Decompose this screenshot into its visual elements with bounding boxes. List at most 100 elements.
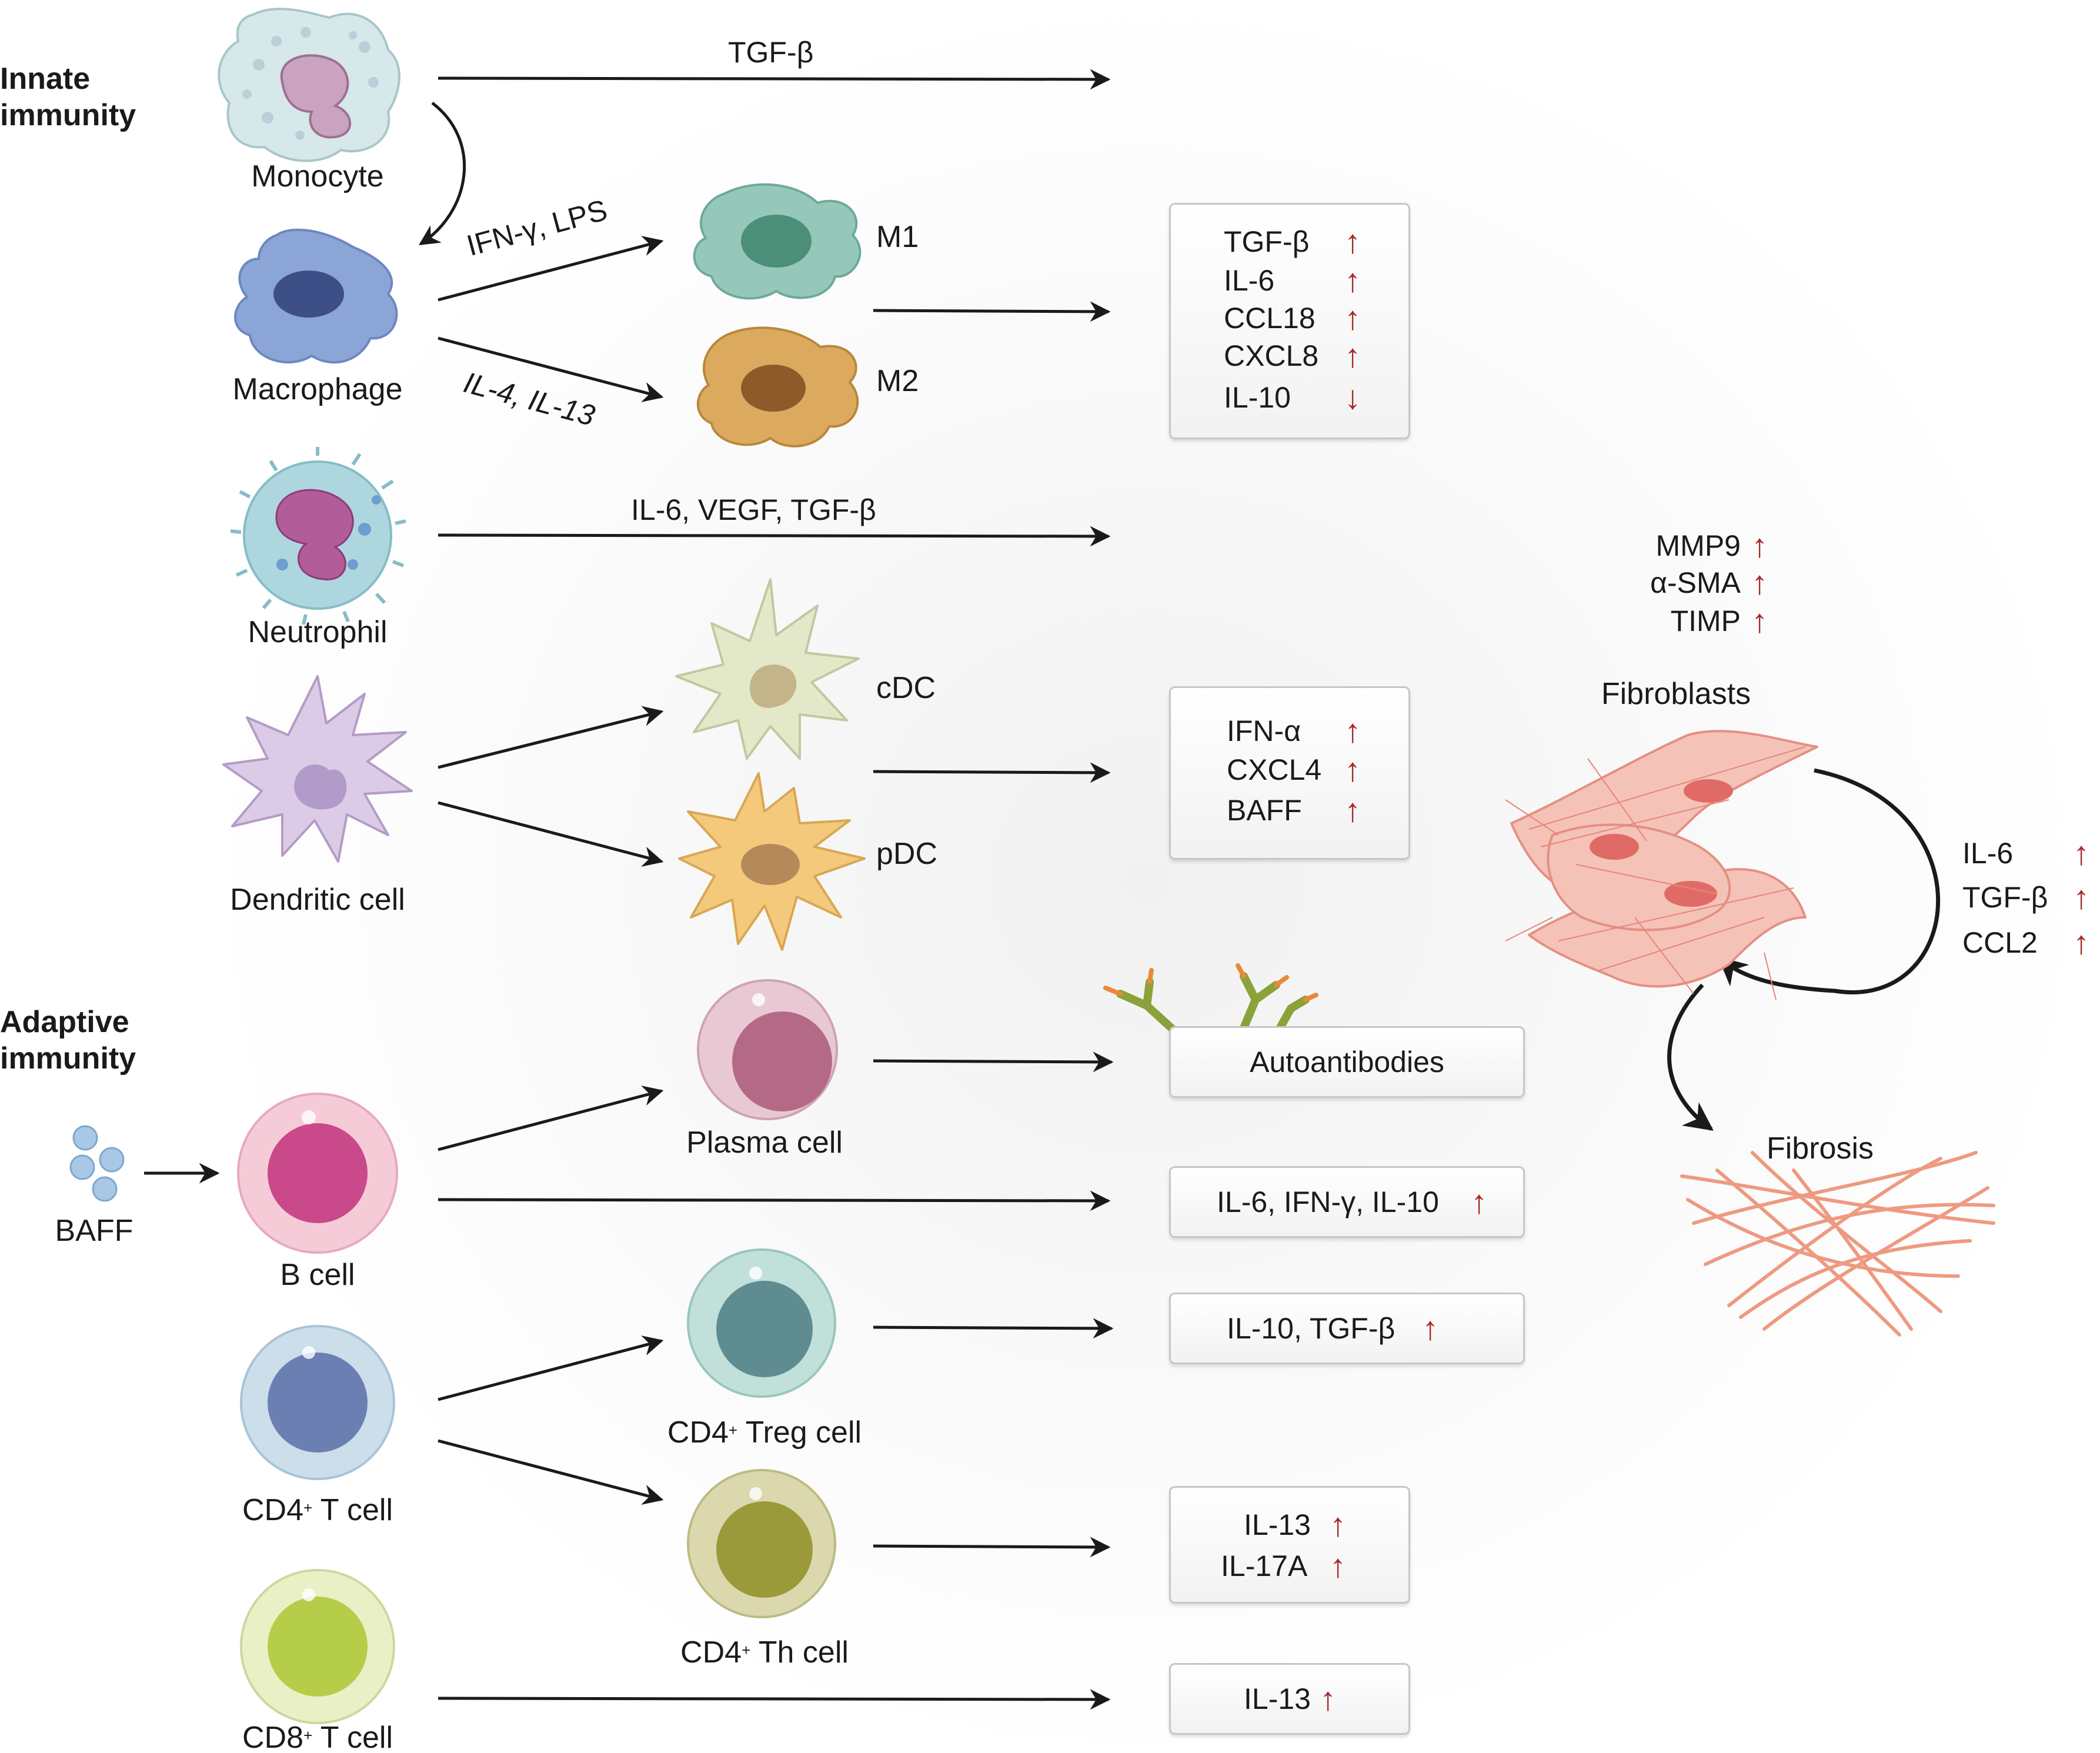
- macrophage-cytokine-box: TGF-β IL-6 CCL18 CXCL8 IL-10: [1169, 203, 1410, 439]
- fibroblast-marker-1-up-icon: [1751, 566, 1768, 599]
- background-halo: [206, 0, 2088, 1753]
- dc-item-1: CXCL4: [1227, 753, 1322, 786]
- macrophage-item-2-up-icon: [1344, 302, 1361, 335]
- arrow-monocyte-to-macrophage: [419, 102, 466, 246]
- fibroblast-marker-1: α-SMA: [1650, 566, 1741, 599]
- cd4-treg-sup: +: [728, 1421, 738, 1439]
- th-cytokine-box: IL-13 IL-17A: [1169, 1486, 1410, 1604]
- cd4-treg-post: Treg cell: [737, 1415, 862, 1450]
- cd4-th-post: Th cell: [750, 1635, 849, 1669]
- treg-cell: [687, 1248, 836, 1398]
- cd8-cytokine-label: IL-13: [1244, 1682, 1311, 1715]
- plasma-cell-label: Plasma cell: [686, 1126, 843, 1160]
- cd4-t-cell-label: CD4+ T cell: [212, 1492, 423, 1528]
- neutrophil-cell: [230, 447, 406, 625]
- cd8-t-cell-sup: +: [303, 1727, 313, 1744]
- treg-up-icon: [1422, 1312, 1438, 1345]
- th-item-1-up-icon: [1330, 1550, 1346, 1582]
- m1-label: M1: [876, 220, 919, 254]
- arrow-dcs-to-box: [873, 762, 1111, 783]
- arrow-fibroblast-loop: [1718, 768, 1941, 994]
- arrow-neutrophil: [438, 526, 1111, 547]
- loop-item-2-up-icon: [2073, 926, 2089, 959]
- pdc-label: pDC: [876, 837, 938, 871]
- monocyte-label: Monocyte: [251, 159, 384, 193]
- cd4-t-cell-sup: +: [303, 1499, 313, 1517]
- innate-immunity-heading: Innate immunity: [0, 62, 136, 132]
- macrophage-item-4: IL-10: [1224, 381, 1291, 414]
- adaptive-immunity-heading: Adaptive immunity: [0, 1005, 136, 1076]
- neutrophil-label: Neutrophil: [248, 615, 388, 649]
- treg-cytokines-label: IL-10, TGF-β: [1227, 1312, 1395, 1345]
- cd8-up-icon: [1320, 1682, 1336, 1715]
- arrow-monocyte-tgf: [438, 69, 1111, 90]
- fibrosis-label: Fibrosis: [1766, 1131, 1874, 1166]
- m1-cell: [693, 183, 862, 300]
- arrow-cd4-treg: [438, 1335, 664, 1401]
- macrophage-item-2: CCL18: [1224, 302, 1316, 335]
- cd8-t-cell: [240, 1569, 395, 1724]
- arrow-bcell-cytokines: [438, 1190, 1111, 1211]
- th-cell: [687, 1469, 836, 1618]
- autoantibodies-box: Autoantibodies: [1169, 1026, 1525, 1098]
- loop-item-0-up-icon: [2073, 837, 2089, 870]
- baff-label: BAFF: [55, 1214, 133, 1248]
- macrophage-item-3-up-icon: [1344, 339, 1361, 372]
- cdc-label: cDC: [876, 671, 936, 705]
- fibroblast-marker-0-up-icon: [1751, 529, 1768, 562]
- th-item-0: IL-13: [1244, 1508, 1311, 1541]
- macrophage-cell: [234, 228, 398, 364]
- macrophage-item-1-up-icon: [1344, 264, 1361, 297]
- cd4-treg-label: CD4+ Treg cell: [635, 1415, 894, 1450]
- bcell-cytokine-box: IL-6, IFN-γ, IL-10: [1169, 1166, 1525, 1238]
- loop-item-1: TGF-β: [1962, 881, 2048, 914]
- arrow-macrophage-m2: [438, 336, 664, 402]
- bcell-up-icon: [1471, 1186, 1487, 1218]
- fibroblast-fibers: [1505, 746, 1806, 1000]
- macrophage-item-0-up-icon: [1344, 225, 1361, 258]
- cd8-t-cell-label: CD8+ T cell: [212, 1720, 423, 1753]
- arrow-th-box: [873, 1537, 1111, 1558]
- macrophage-item-4-down-icon: [1344, 381, 1361, 414]
- fibroblast-marker-2: TIMP: [1670, 605, 1741, 637]
- arrow-macrophage-m1: [438, 236, 664, 302]
- b-cell: [237, 1093, 398, 1254]
- loop-item-1-up-icon: [2073, 881, 2089, 914]
- dendritic-cell-label: Dendritic cell: [230, 883, 405, 917]
- baff-molecules: [69, 1125, 125, 1202]
- cd8-cytokine-box: IL-13: [1169, 1663, 1410, 1735]
- loop-item-0: IL-6: [1962, 837, 2014, 870]
- b-cell-label: B cell: [280, 1258, 355, 1292]
- dc-item-2-up-icon: [1344, 794, 1361, 827]
- bcell-cytokines-label: IL-6, IFN-γ, IL-10: [1217, 1186, 1439, 1218]
- pdc-cell: [678, 772, 866, 951]
- cd4-th-pre: CD4: [680, 1635, 742, 1669]
- dc-item-1-up-icon: [1344, 753, 1361, 786]
- m2-cell: [696, 326, 859, 448]
- treg-cytokine-box: IL-10, TGF-β: [1169, 1293, 1525, 1364]
- fibroblast-nuclei: [1590, 779, 1733, 907]
- fibroblast-marker-0: MMP9: [1655, 529, 1741, 562]
- cdc-cell: [675, 578, 860, 760]
- cd8-t-cell-post: T cell: [312, 1721, 393, 1753]
- dc-cytokine-box: IFN-α CXCL4 BAFF: [1169, 686, 1410, 860]
- cd4-th-sup: +: [742, 1641, 751, 1659]
- plasma-cell: [697, 979, 838, 1120]
- macrophage-item-0: TGF-β: [1224, 225, 1310, 258]
- th-item-0-up-icon: [1330, 1508, 1346, 1541]
- m2-label: M2: [876, 364, 919, 398]
- monocyte-tgf-label: TGF-β: [728, 36, 814, 69]
- fibrosis-fibers: [1680, 1151, 1995, 1337]
- dendritic-cell: [222, 675, 413, 863]
- cd4-th-label: CD4+ Th cell: [635, 1635, 894, 1670]
- dc-item-2: BAFF: [1227, 794, 1302, 827]
- cd8-t-cell-pre: CD8: [242, 1721, 304, 1753]
- arrow-plasma-autoab: [873, 1051, 1114, 1073]
- loop-item-2: CCL2: [1962, 926, 2038, 959]
- cd4-t-cell: [240, 1325, 395, 1480]
- arrow-m-to-box: [873, 301, 1111, 322]
- arrow-cd8-box: [438, 1689, 1111, 1710]
- dc-item-0-up-icon: [1344, 714, 1361, 747]
- macrophage-label: Macrophage: [232, 372, 403, 406]
